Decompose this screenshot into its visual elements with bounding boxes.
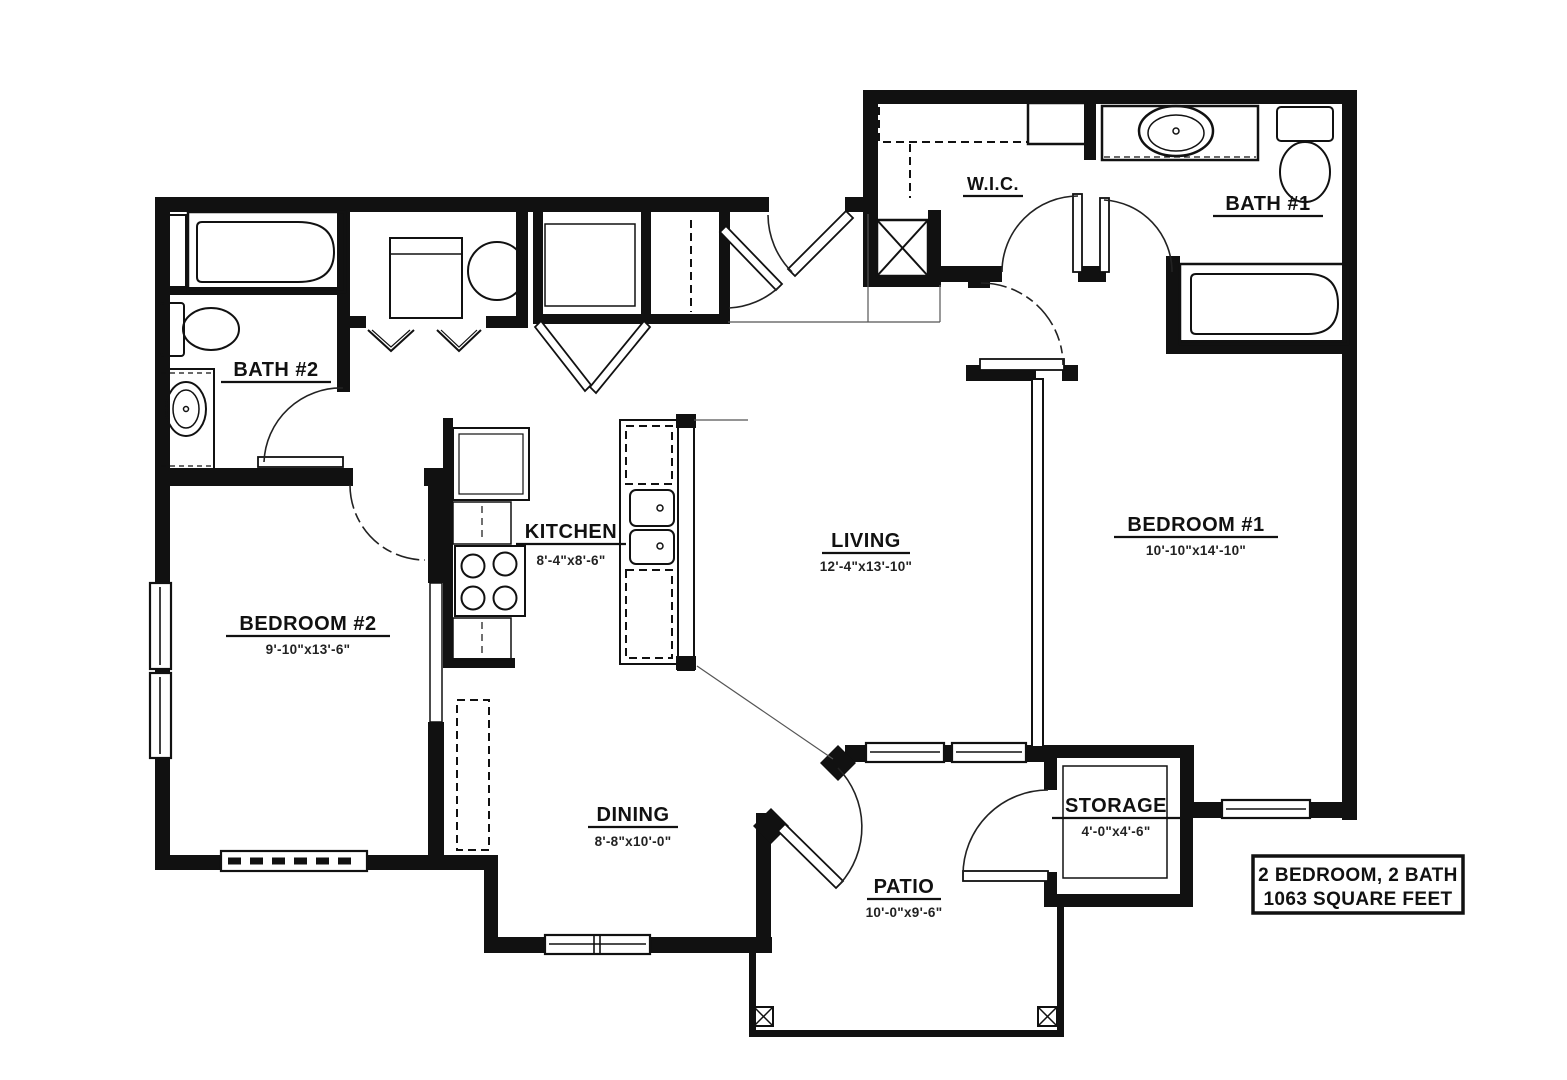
bathtub-icon (1178, 262, 1350, 346)
vanity-icon (158, 368, 215, 471)
svg-text:4'-0"x4'-6": 4'-0"x4'-6" (1081, 824, 1150, 839)
patio-outline (749, 907, 1064, 1037)
entry-door-swing-icon (767, 209, 855, 278)
window-icon (148, 581, 173, 671)
svg-text:PATIO: PATIO (874, 876, 935, 898)
svg-text:DINING: DINING (597, 804, 670, 826)
window-icon (864, 741, 946, 764)
window-icon (950, 741, 1028, 764)
svg-text:BATH #2: BATH #2 (233, 359, 318, 381)
bedroom2-dining-divider-wall (429, 582, 443, 723)
window-icon (543, 933, 652, 956)
window-icon (148, 671, 173, 760)
svg-text:W.I.C.: W.I.C. (967, 174, 1019, 194)
dining-cabinet-icon (456, 699, 490, 851)
toilet-icon (1276, 106, 1334, 203)
storage-inner (1062, 765, 1168, 879)
svg-text:12'-4"x13'-10": 12'-4"x13'-10" (820, 559, 912, 574)
room-label-wic: W.I.C. (963, 174, 1023, 198)
room-label-bath1: BATH #1 (1213, 193, 1323, 218)
utility-chase-icon (875, 218, 930, 278)
svg-text:BEDROOM #1: BEDROOM #1 (1127, 514, 1264, 536)
toilet-icon (160, 302, 240, 357)
kitchen-sink-icon (629, 489, 675, 565)
washer-icon (389, 237, 463, 319)
svg-text:2 BEDROOM, 2 BATH: 2 BEDROOM, 2 BATH (1258, 865, 1458, 886)
svg-text:8'-8"x10'-0": 8'-8"x10'-0" (595, 834, 672, 849)
door-swing-icon (349, 484, 426, 561)
fridge-icon (452, 427, 530, 501)
svg-text:BATH #1: BATH #1 (1225, 193, 1310, 215)
room-label-patio: PATIO 10'-0"x9'-6" (866, 876, 943, 920)
svg-text:BEDROOM #2: BEDROOM #2 (239, 613, 376, 635)
stove-icon (454, 545, 526, 617)
svg-text:KITCHEN: KITCHEN (525, 521, 617, 543)
fixtures (158, 101, 1350, 851)
post-icon (753, 1006, 774, 1027)
door-swing-icon (718, 224, 784, 309)
svg-text:10'-0"x9'-6": 10'-0"x9'-6" (866, 905, 943, 920)
coat-closet-inner (544, 223, 636, 307)
room-label-bath2: BATH #2 (221, 359, 331, 384)
closet-double-doors-icon (533, 319, 652, 395)
room-labels: W.I.C. BATH #1 BATH #2 KITCHEN 8'-4"x8'-… (221, 174, 1323, 920)
window-icon (219, 849, 369, 873)
svg-text:STORAGE: STORAGE (1065, 795, 1167, 817)
living-bedroom1-divider-wall (1031, 378, 1044, 748)
patio-door-swing-icon (776, 767, 863, 890)
counter-icon (452, 501, 512, 545)
kitchen-island (619, 414, 696, 671)
door-swing-icon (979, 282, 1065, 371)
bathtub-icon (186, 210, 347, 294)
floor-lines (694, 214, 941, 760)
wic-shelf-icon (878, 102, 1029, 143)
room-label-bedroom1: BEDROOM #1 10'-10"x14'-10" (1114, 514, 1278, 558)
room-label-storage: STORAGE 4'-0"x4'-6" (1052, 795, 1180, 839)
linen-shelf-icon (164, 214, 187, 288)
window-icon (1220, 798, 1312, 820)
svg-text:10'-10"x14'-10": 10'-10"x14'-10" (1146, 543, 1246, 558)
room-label-bedroom2: BEDROOM #2 9'-10"x13'-6" (226, 613, 390, 657)
windows (148, 581, 1312, 956)
room-label-living: LIVING 12'-4"x13'-10" (820, 530, 912, 574)
svg-text:1063 SQUARE FEET: 1063 SQUARE FEET (1263, 889, 1452, 910)
room-label-dining: DINING 8'-8"x10'-0" (588, 804, 678, 849)
dryer-icon (467, 241, 527, 301)
post-icon (1037, 1006, 1058, 1027)
wic-cabinet-icon (1026, 101, 1088, 146)
doors (257, 193, 1173, 890)
svg-text:LIVING: LIVING (831, 530, 901, 552)
plan-summary-box: 2 BEDROOM, 2 BATH 1063 SQUARE FEET (1251, 854, 1465, 915)
counter-icon (452, 617, 512, 661)
door-swing-icon (1001, 193, 1083, 273)
vanity-icon (1100, 104, 1260, 162)
svg-text:8'-4"x8'-6": 8'-4"x8'-6" (536, 553, 605, 568)
door-swing-icon (1099, 197, 1173, 273)
door-swing-icon (962, 789, 1049, 882)
door-swing-icon (257, 387, 344, 468)
bifold-door-icon (367, 329, 482, 353)
interior-partitions (429, 223, 1168, 879)
room-label-kitchen: KITCHEN 8'-4"x8'-6" (516, 521, 626, 568)
breakfast-bar (677, 415, 695, 671)
svg-text:9'-10"x13'-6": 9'-10"x13'-6" (266, 642, 351, 657)
walls (155, 90, 1357, 953)
